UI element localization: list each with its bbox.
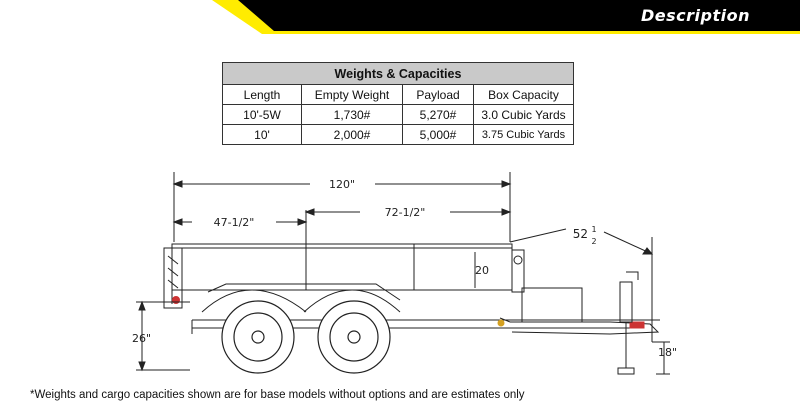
page-title: Description bbox=[641, 6, 750, 25]
table-header-row: Length Empty Weight Payload Box Capacity bbox=[222, 84, 574, 105]
dimension-tongue-fraction-denominator: 2 bbox=[591, 237, 596, 246]
cell-empty-weight: 1,730# bbox=[301, 104, 403, 125]
cell-empty-weight: 2,000# bbox=[301, 124, 403, 145]
weights-capacities-table: Weights & Capacities Length Empty Weight… bbox=[222, 62, 574, 145]
table-caption-row: Weights & Capacities bbox=[222, 62, 574, 85]
dimension-overall-length: 120" bbox=[329, 178, 355, 191]
table-row: 10'-5W 1,730# 5,270# 3.0 Cubic Yards bbox=[222, 104, 574, 125]
dimension-jack-height: 18" bbox=[658, 346, 677, 359]
dimension-tongue-fraction-numerator: 1 bbox=[591, 225, 596, 234]
column-header-length: Length bbox=[222, 84, 302, 105]
dimension-rear-section: 72-1/2" bbox=[385, 206, 426, 219]
dimension-front-section: 47-1/2" bbox=[214, 216, 255, 229]
column-header-payload: Payload bbox=[402, 84, 474, 105]
cell-box-capacity: 3.75 Cubic Yards bbox=[473, 124, 574, 145]
trailer-dimension-drawing: 120" 47-1/2" 72-1/2" 52 1 2 20 26" 18" bbox=[132, 172, 677, 375]
cell-length: 10'-5W bbox=[222, 104, 302, 125]
cell-payload: 5,000# bbox=[402, 124, 474, 145]
dimension-tongue-length: 52 bbox=[573, 227, 588, 241]
dimension-box-height: 20 bbox=[475, 264, 489, 277]
table-row: 10' 2,000# 5,000# 3.75 Cubic Yards bbox=[222, 124, 574, 145]
cell-box-capacity: 3.0 Cubic Yards bbox=[473, 104, 574, 125]
cell-payload: 5,270# bbox=[402, 104, 474, 125]
column-header-box-capacity: Box Capacity bbox=[473, 84, 574, 105]
banner-black-bar bbox=[238, 0, 800, 31]
header-banner: Description bbox=[0, 0, 800, 34]
column-header-empty-weight: Empty Weight bbox=[301, 84, 403, 105]
dimension-bed-height: 26" bbox=[132, 332, 151, 345]
cell-length: 10' bbox=[222, 124, 302, 145]
table-caption: Weights & Capacities bbox=[222, 62, 574, 85]
footnote: *Weights and cargo capacities shown are … bbox=[30, 389, 525, 401]
banner-shape bbox=[212, 0, 800, 34]
trailer-wheels bbox=[221, 300, 391, 374]
